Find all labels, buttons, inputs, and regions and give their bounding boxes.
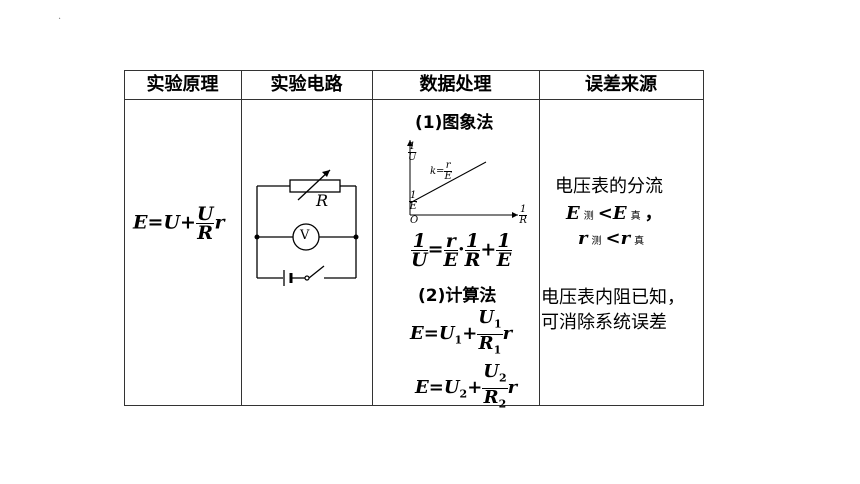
graph bbox=[409, 140, 518, 216]
voltmeter-label: V bbox=[300, 228, 310, 243]
table-border-left bbox=[124, 70, 125, 406]
header-data-processing: 数据处理 bbox=[419, 74, 492, 95]
switch-icon bbox=[304, 275, 310, 281]
error-note-line2: 可消除系统误差 bbox=[541, 312, 667, 333]
method2-title: (2)计算法 bbox=[418, 286, 497, 306]
table-border-bottom bbox=[124, 405, 704, 406]
col-divider-3 bbox=[539, 70, 540, 406]
header-principle: 实验原理 bbox=[146, 74, 219, 95]
graph-origin-label: O bbox=[410, 215, 419, 226]
rheostat-icon bbox=[289, 179, 341, 193]
header-circuit: 实验电路 bbox=[270, 74, 343, 95]
col-divider-1 bbox=[241, 70, 242, 406]
method1-title: (1)图象法 bbox=[415, 113, 494, 133]
resistor-label: R bbox=[316, 191, 329, 210]
error-note-line1: 电压表内阻已知， bbox=[541, 287, 685, 308]
table-border-top bbox=[124, 70, 704, 71]
col-divider-2 bbox=[372, 70, 373, 406]
header-divider bbox=[124, 99, 704, 100]
error-line1: 电压表的分流 bbox=[555, 176, 663, 197]
table-border-right bbox=[703, 70, 704, 406]
header-error-source: 误差来源 bbox=[585, 74, 657, 95]
corner-mark: · bbox=[58, 14, 62, 25]
